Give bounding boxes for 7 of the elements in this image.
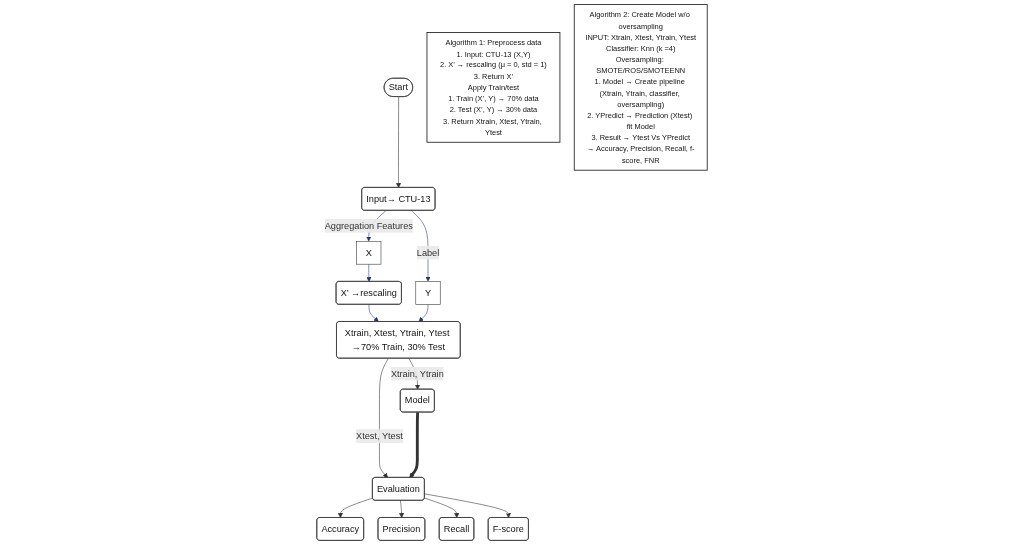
arrow xyxy=(409,412,420,478)
edge-label: Xtrain, Ytrain xyxy=(390,368,444,379)
edge-label: Label xyxy=(416,247,440,258)
node-box: X xyxy=(356,241,382,265)
edge-label: Xtest, Ytest xyxy=(356,430,403,441)
node-box: Y xyxy=(415,281,441,305)
edge-label: Aggregation Features xyxy=(324,220,413,231)
